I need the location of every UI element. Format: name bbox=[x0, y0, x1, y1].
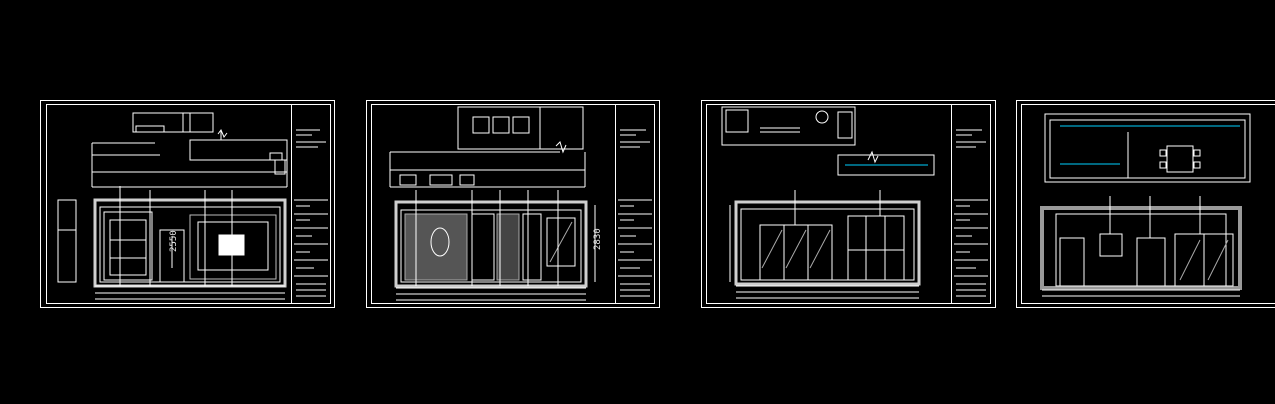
drawing-sheet-2[interactable]: 2830 bbox=[366, 100, 660, 308]
drawing-sheet-4[interactable] bbox=[1016, 100, 1275, 308]
sheet-1-elevation bbox=[57, 186, 287, 300]
sheet-3-inner-border bbox=[706, 104, 991, 304]
sheet-2-dimension-label: 2830 bbox=[593, 228, 603, 250]
sheet-3-plan-detail bbox=[721, 106, 935, 176]
drawing-sheet-3[interactable] bbox=[701, 100, 996, 308]
sheet-1-plan-detail bbox=[91, 112, 288, 188]
sheet-3-elevation bbox=[729, 190, 921, 299]
sheet-3-outer-border bbox=[701, 100, 996, 308]
sheet-2-title-block bbox=[618, 129, 652, 297]
sheet-1-title-block bbox=[294, 129, 328, 297]
sheet-2-elevation bbox=[394, 190, 596, 301]
drawing-sheet-1[interactable]: 2550 bbox=[40, 100, 335, 308]
sheet-2-outer-border bbox=[366, 100, 660, 308]
sheet-4-outer-border bbox=[1016, 100, 1275, 308]
sheet-1-dimension-label: 2550 bbox=[169, 230, 179, 252]
sheet-1-outer-border bbox=[40, 100, 335, 308]
sheet-1-inner-border bbox=[46, 104, 331, 304]
sheet-2-plan-detail bbox=[389, 106, 586, 188]
sheet-2-inner-border bbox=[371, 104, 655, 304]
sheet-4-elevation bbox=[1040, 196, 1242, 297]
sheet-3-title-block bbox=[954, 129, 988, 297]
sheet-4-inner-border bbox=[1021, 104, 1275, 304]
sheet-4-plan-detail bbox=[1044, 113, 1251, 183]
